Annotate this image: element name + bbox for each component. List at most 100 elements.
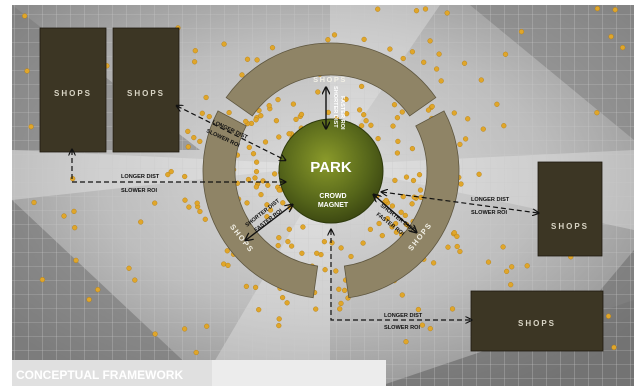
crowd-dot (431, 260, 437, 266)
crowd-dot (379, 233, 385, 239)
crowd-dot (465, 116, 471, 122)
crowd-dot (342, 287, 348, 294)
crowd-dot (458, 181, 464, 187)
crowd-dot (415, 306, 422, 313)
crowd-dot (375, 136, 381, 142)
crowd-dot (359, 83, 365, 90)
crowd-dot (313, 306, 319, 312)
crowd-dot (436, 51, 442, 57)
crowd-dot (504, 268, 510, 275)
crowd-dot (225, 262, 231, 269)
crowd-dot (422, 6, 429, 12)
crowd-dot (391, 102, 398, 108)
crowd-dot (367, 226, 374, 233)
crowd-dot (357, 107, 363, 113)
crowd-dot (71, 208, 77, 215)
shop-label: SHOPS (54, 89, 92, 98)
crowd-dot (262, 139, 269, 145)
crowd-dot (500, 244, 506, 250)
crowd-dot (250, 151, 257, 157)
crowd-dot (204, 323, 210, 329)
crowd-dot (132, 277, 138, 283)
crowd-dot (226, 109, 232, 116)
longer-dist-left: LONGER DIST (121, 174, 160, 180)
crowd-dot (398, 209, 404, 215)
crowd-dot (224, 248, 230, 254)
crowd-dot (402, 212, 408, 219)
crowd-dot (272, 171, 278, 177)
crowd-dot (22, 13, 28, 19)
crowd-dot (256, 307, 262, 313)
crowd-dot (284, 300, 290, 306)
crowd-dot (252, 175, 258, 181)
crowd-dot (518, 29, 525, 35)
crowd-dot (403, 174, 410, 180)
crowd-dot (605, 313, 612, 319)
crowd-dot (416, 172, 423, 178)
crowd-dot (361, 112, 367, 118)
crowd-dot (429, 103, 435, 110)
crowd-dot (501, 123, 507, 129)
slower-roi-left: SLOWER ROI (121, 188, 157, 194)
crowd-dot (485, 259, 492, 265)
crowd-dot (280, 200, 286, 206)
crowd-dot (276, 235, 282, 241)
crowd-dot (254, 57, 260, 63)
crowd-dot (360, 240, 366, 246)
crowd-dot (594, 6, 601, 12)
crowd-dot (289, 243, 295, 249)
crowd-dot (444, 10, 450, 16)
crowd-dot (298, 111, 305, 118)
crowd-dot (445, 244, 451, 250)
park: PARK CROWD MAGNET (278, 118, 384, 224)
crowd-dot (186, 204, 192, 210)
crowd-dot (348, 253, 354, 260)
crowd-dot (524, 263, 530, 269)
crowd-label: CROWD (319, 193, 346, 200)
crowd-dot (182, 197, 188, 203)
crowd-dot (182, 173, 188, 180)
park-title: PARK (310, 159, 352, 176)
crowd-dot (403, 339, 409, 345)
crowd-dot (322, 267, 328, 273)
crowd-dot (290, 101, 297, 107)
footer-title: CONCEPTUAL FRAMEWORK (16, 368, 183, 382)
crowd-dot (508, 282, 514, 288)
crowd-dot (197, 138, 203, 145)
crowd-dot (138, 219, 144, 225)
crowd-dot (253, 284, 259, 291)
crowd-dot (395, 138, 401, 145)
crowd-dot (612, 7, 618, 13)
crowd-dot (286, 131, 292, 137)
crowd-dot (620, 44, 626, 51)
crowd-dot (463, 136, 469, 142)
crowd-dot (126, 265, 132, 271)
crowd-dot (86, 297, 92, 303)
crowd-dot (266, 102, 272, 109)
crowd-dot (246, 144, 252, 151)
crowd-dot (368, 122, 374, 128)
slower-roi-bottom: SLOWER ROI (384, 325, 420, 331)
crowd-dot (243, 283, 250, 290)
crowd-dot (276, 323, 282, 329)
crowd-dot (363, 118, 369, 124)
faster-roi-top: FASTER ROI (339, 96, 345, 130)
crowd-dot (39, 277, 46, 283)
shop-block-left-1: SHOPS (39, 27, 107, 153)
crowd-dot (300, 224, 306, 230)
crowd-dot (331, 32, 338, 38)
shorter-dist-top: SHORTER DIST (332, 86, 338, 128)
crowd-dot (72, 225, 78, 231)
crowd-dot (502, 51, 509, 57)
crowd-dot (299, 250, 305, 256)
shop-label: SHOPS (127, 89, 165, 98)
long-annotations: LONGER DIST SLOWER ROI LONGER DIST SLOWE… (121, 119, 510, 331)
crowd-dot (61, 213, 67, 219)
crowd-dot (152, 331, 158, 337)
crowd-dot (221, 261, 227, 267)
crowd-dot (221, 41, 227, 47)
shop-block-right-1: SHOPS (537, 161, 603, 257)
crowd-dot (199, 110, 205, 116)
arrow-left (246, 205, 292, 240)
longer-dist-right: LONGER DIST (471, 197, 510, 203)
